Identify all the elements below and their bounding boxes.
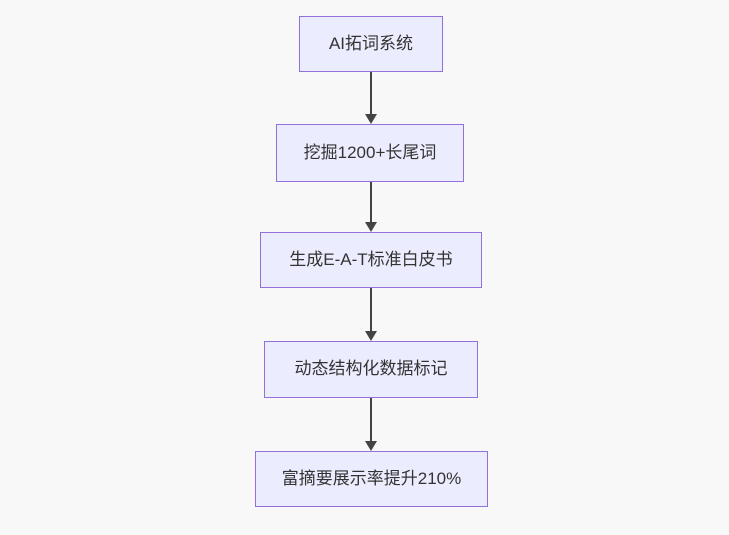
flow-arrow-1 bbox=[364, 72, 378, 124]
arrow-line bbox=[370, 72, 372, 114]
arrow-line bbox=[370, 398, 372, 441]
arrow-down-icon bbox=[365, 222, 377, 232]
arrow-line bbox=[370, 288, 372, 331]
arrow-down-icon bbox=[365, 331, 377, 341]
flow-node-label: AI拓词系统 bbox=[328, 33, 414, 53]
flow-node-label: 动态结构化数据标记 bbox=[294, 359, 448, 379]
flow-node-label: 富摘要展示率提升210% bbox=[281, 468, 462, 488]
arrow-down-icon bbox=[365, 114, 377, 124]
arrow-down-icon bbox=[365, 441, 377, 451]
flow-node-label: 生成E-A-T标准白皮书 bbox=[289, 249, 453, 269]
flow-node-longtail-mining: 挖掘1200+长尾词 bbox=[276, 124, 464, 182]
flow-node-eat-whitepaper: 生成E-A-T标准白皮书 bbox=[260, 232, 482, 288]
flow-node-structured-data-markup: 动态结构化数据标记 bbox=[264, 341, 478, 398]
flow-node-rich-snippet-result: 富摘要展示率提升210% bbox=[255, 451, 488, 507]
flow-arrow-2 bbox=[364, 182, 378, 232]
flow-node-label: 挖掘1200+长尾词 bbox=[303, 142, 437, 162]
arrow-line bbox=[370, 182, 372, 222]
flow-node-ai-expansion-system: AI拓词系统 bbox=[299, 16, 443, 72]
flow-arrow-3 bbox=[364, 288, 378, 341]
flow-arrow-4 bbox=[364, 398, 378, 451]
